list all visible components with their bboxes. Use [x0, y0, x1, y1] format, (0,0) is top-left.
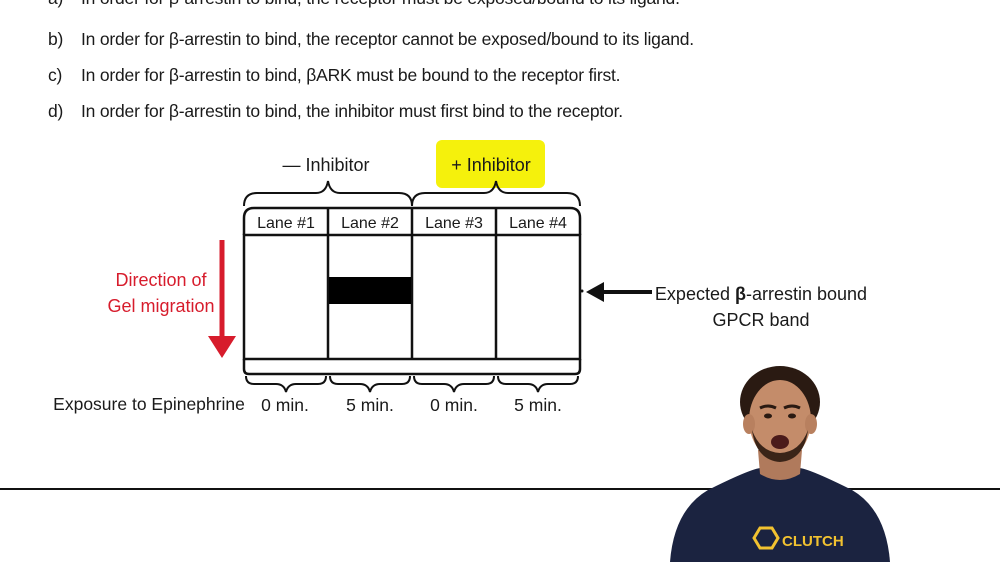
lane-4-bottom-brace [497, 375, 579, 393]
option-d-letter: d) [48, 101, 64, 121]
presenter-shirt [670, 468, 890, 562]
exposure-time-lane-1: 0 min. [261, 395, 309, 415]
clutch-logo-text: CLUTCH [782, 533, 844, 550]
gel-band-lane-2 [329, 277, 411, 304]
presenter-video: CLUTCH [670, 366, 890, 562]
clutch-logo: CLUTCH [752, 526, 844, 550]
exposure-time-lane-2: 5 min. [346, 395, 394, 415]
direction-label-line-1: Direction of [115, 270, 207, 290]
migration-arrow-head [208, 336, 236, 358]
option-a-letter: a) [48, 0, 81, 9]
presenter-brows [759, 404, 801, 410]
option-b-letter: b) [48, 29, 64, 49]
exposure-label: Exposure to Epinephrine [53, 394, 245, 414]
exposure-time-lane-3: 0 min. [430, 395, 478, 415]
gel-bottom-frame [242, 359, 582, 376]
option-c: c) In order for β-arrestin to bind, βARK … [48, 65, 621, 86]
presenter-eye-right [788, 413, 796, 419]
lane-3-bottom-brace [413, 375, 495, 393]
lane-label-3: Lane #3 [425, 215, 483, 232]
inhibitor-highlight [436, 140, 545, 188]
option-d-text: In order for β-arrestin to bind, the inh… [81, 101, 623, 121]
option-b-text: In order for β-arrestin to bind, the rec… [81, 29, 694, 49]
option-a: a)In order for β-arrestin to bind, the r… [48, 0, 680, 9]
presenter-face [749, 380, 811, 460]
section-divider [0, 488, 1000, 490]
band-label-beta: β [735, 284, 746, 304]
plus-inhibitor-label: + Inhibitor [451, 155, 531, 175]
direction-label-line-2: Gel migration [107, 296, 214, 316]
band-label-prefix: Expected [655, 284, 735, 304]
presenter-ear-left [743, 414, 755, 434]
band-label-suffix: -arrestin bound [746, 284, 867, 304]
option-c-text: In order for β-arrestin to bind, βARK mu… [81, 65, 621, 85]
presenter-beard [752, 430, 808, 462]
band-label-line-2: GPCR band [712, 310, 809, 330]
presenter-mouth [771, 435, 789, 449]
minus-inhibitor-brace [243, 180, 413, 207]
exposure-time-lane-4: 5 min. [514, 395, 562, 415]
option-a-text: In order for β-arrestin to bind, the rec… [81, 0, 680, 8]
lane-label-2: Lane #2 [341, 215, 399, 232]
minus-inhibitor-label: — Inhibitor [282, 155, 369, 175]
band-label-line-1: Expected β-arrestin bound [655, 284, 867, 304]
lane-label-4: Lane #4 [509, 215, 567, 232]
option-c-letter: c) [48, 65, 63, 85]
option-b: b) In order for β-arrestin to bind, the r… [48, 29, 694, 50]
lane-1-bottom-brace [245, 375, 327, 393]
clutch-hex-icon [752, 526, 780, 550]
option-d: d) In order for β-arrestin to bind, the i… [48, 101, 623, 122]
lane-label-1: Lane #1 [257, 215, 315, 232]
band-marker-dot [580, 289, 584, 293]
band-arrow-head [586, 282, 604, 302]
plus-inhibitor-brace [411, 180, 581, 207]
presenter-eye-left [764, 413, 772, 419]
presenter-ear-right [805, 414, 817, 434]
lane-2-bottom-brace [329, 375, 411, 393]
